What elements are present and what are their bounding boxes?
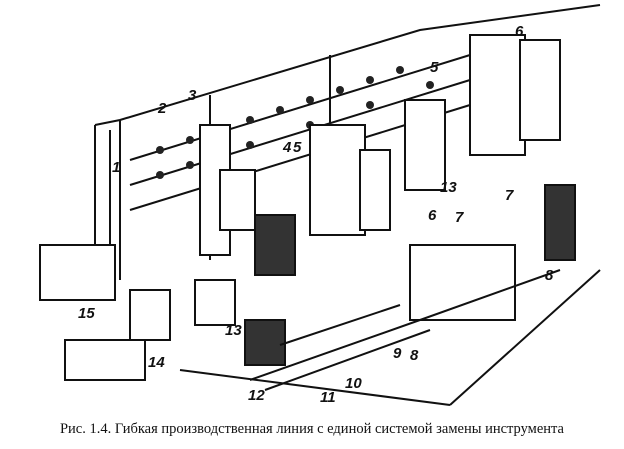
- callout-labels: 1 2 3 4 5 5 6 6 7 7 8 8 9 10 11 12 13 13…: [78, 23, 554, 406]
- label-4: 4: [282, 139, 292, 156]
- label-8: 8: [410, 347, 419, 364]
- label-6: 6: [515, 23, 524, 40]
- label-6: 6: [428, 207, 437, 224]
- label-2: 2: [157, 100, 167, 117]
- label-7: 7: [455, 209, 464, 226]
- figure-caption: Рис. 1.4. Гибкая производственная линия …: [59, 421, 564, 437]
- tool-rows: [156, 66, 434, 179]
- conveyor: [179, 269, 601, 406]
- label-10: 10: [345, 375, 362, 392]
- label-7: 7: [505, 187, 514, 204]
- label-5: 5: [293, 139, 302, 156]
- label-1: 1: [112, 159, 120, 176]
- label-15: 15: [78, 305, 95, 322]
- label-11: 11: [320, 389, 336, 406]
- label-14: 14: [148, 354, 165, 371]
- machines: [39, 34, 576, 381]
- label-12: 12: [248, 387, 265, 404]
- label-9: 9: [393, 345, 402, 362]
- label-8: 8: [545, 267, 554, 284]
- label-13: 13: [225, 322, 242, 339]
- label-13: 13: [440, 179, 457, 196]
- label-5: 5: [430, 59, 439, 76]
- label-3: 3: [188, 87, 197, 104]
- production-line-illustration: 1 2 3 4 5 5 6 6 7 7 8 8 9 10 11 12 13 13…: [39, 4, 601, 406]
